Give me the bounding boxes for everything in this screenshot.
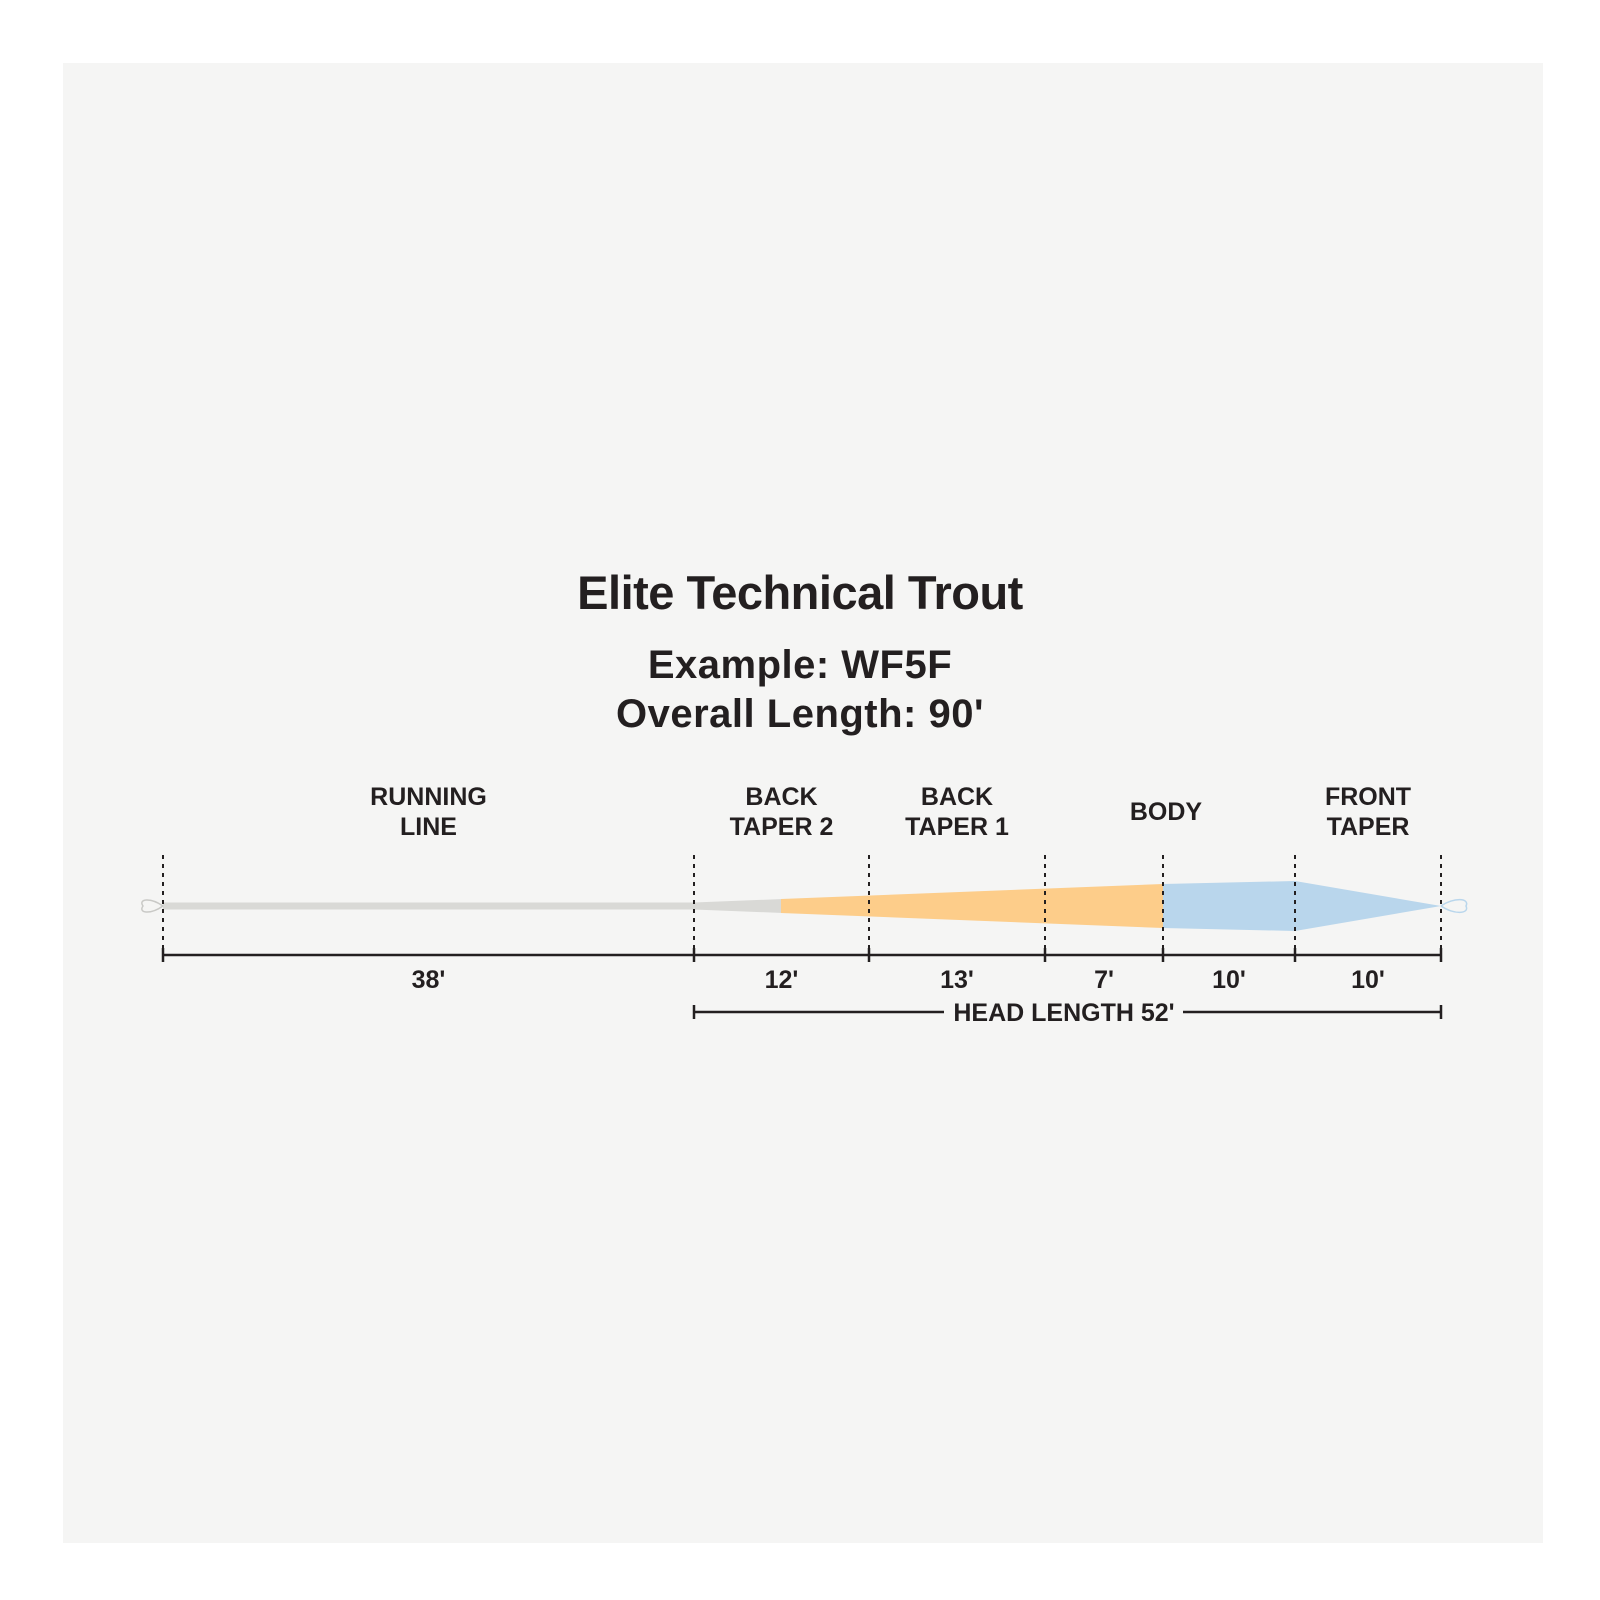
head-length-label: HEAD LENGTH 52' [953, 999, 1174, 1027]
diagram-card [63, 63, 1543, 1543]
section-length-0: 38' [412, 966, 446, 994]
back-taper-shape [781, 884, 1163, 928]
section-label-3: BODY [1130, 798, 1203, 826]
front-loop-icon [1440, 898, 1468, 914]
section-label-line: FRONT [1325, 783, 1411, 811]
section-length-3: 7' [1094, 966, 1114, 994]
section-label-line: BACK [921, 783, 993, 811]
example-line: Example: WF5F [647, 643, 953, 687]
section-length-1: 12' [765, 966, 799, 994]
section-label-line: BACK [745, 783, 817, 811]
section-label-line: BODY [1130, 798, 1203, 826]
rear-loop-icon [141, 899, 164, 913]
body-front-taper-shape [1163, 881, 1441, 931]
section-dividers [162, 855, 1442, 957]
section-label-line: TAPER 1 [905, 813, 1009, 841]
section-label-line: LINE [400, 813, 457, 841]
diagram-title: Elite Technical Trout [577, 566, 1023, 619]
section-label-line: TAPER 2 [730, 813, 834, 841]
section-length-2: 13' [940, 966, 974, 994]
section-label-line: RUNNING [370, 783, 487, 811]
section-label-line: TAPER [1327, 813, 1410, 841]
running-line-shape [163, 899, 783, 913]
section-length-labels: 38' 12' 13' 7' 10' 10' [412, 966, 1385, 994]
section-dimension-line [161, 948, 1443, 962]
section-length-5: 10' [1351, 966, 1385, 994]
section-length-4: 10' [1212, 966, 1246, 994]
head-length-dimension [692, 1005, 1443, 1019]
overall-length-line: Overall Length: 90' [616, 692, 984, 736]
